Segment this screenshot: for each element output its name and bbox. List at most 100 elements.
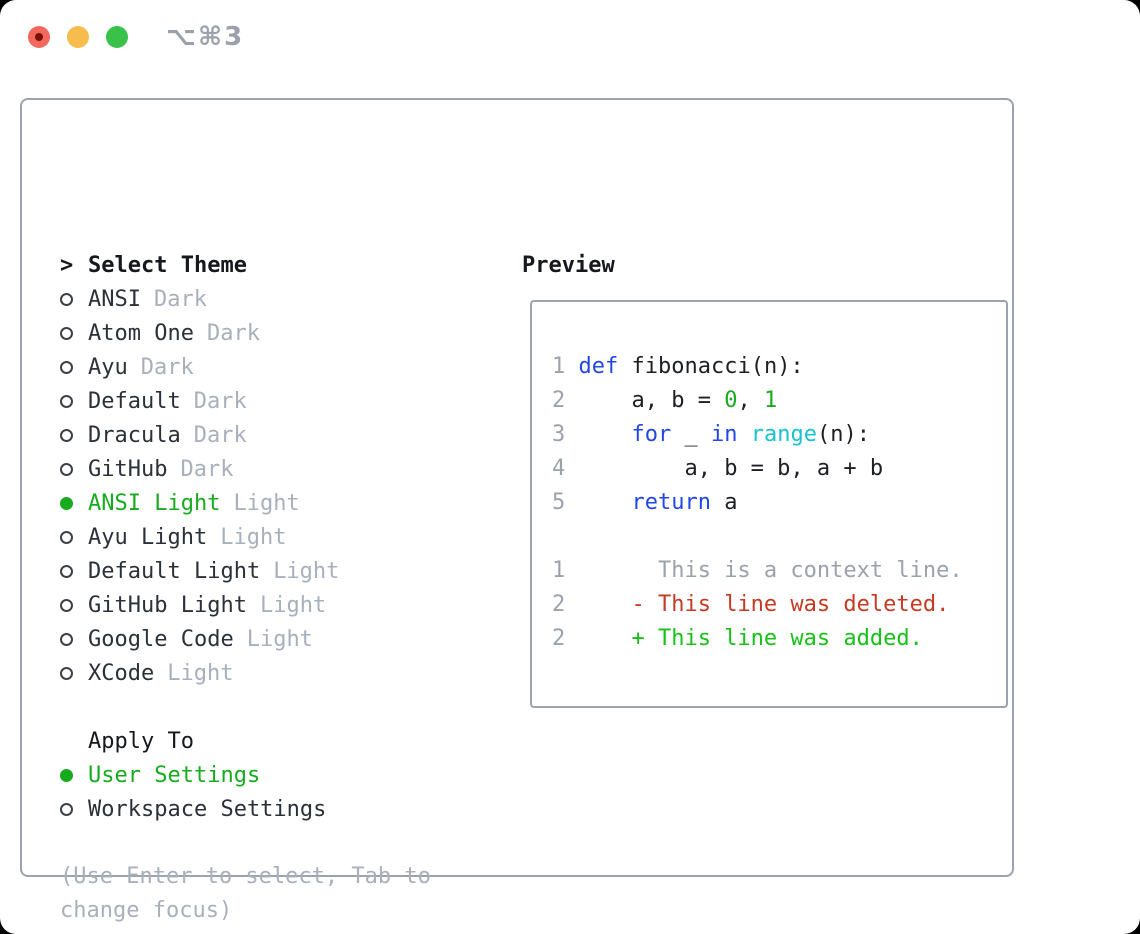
option-variant-label: Light <box>259 592 327 618</box>
zoom-button[interactable] <box>106 26 128 48</box>
line-number: 2 <box>552 388 566 413</box>
radio-selected-icon <box>60 496 73 510</box>
code-token: def <box>578 354 619 379</box>
radio-icon <box>60 564 73 578</box>
spacer <box>60 690 470 724</box>
radio-icon <box>60 632 73 646</box>
option-variant-label: Dark <box>206 320 260 346</box>
option-label: Workspace Settings <box>88 796 327 822</box>
apply-option[interactable]: Workspace Settings <box>60 792 470 826</box>
option-variant-label: Light <box>220 524 287 550</box>
theme-option[interactable]: XCode Light <box>60 656 470 690</box>
option-label: GitHub <box>88 456 168 482</box>
option-label: XCode <box>88 660 155 686</box>
theme-option[interactable]: Default Light Light <box>60 554 470 588</box>
code-token: range <box>750 422 817 447</box>
code-token: 0 <box>724 388 738 413</box>
option-label: GitHub Light <box>88 592 247 618</box>
radio-icon <box>60 802 73 816</box>
radio-icon <box>60 428 73 442</box>
option-variant-label: Dark <box>193 422 247 448</box>
radio-icon <box>60 326 73 340</box>
blank-line <box>552 520 1006 554</box>
window-shortcut-label: ⌥⌘3 <box>166 22 245 52</box>
close-button[interactable] <box>28 26 50 48</box>
diff-line-add: 2 + This line was added. <box>552 622 1006 656</box>
line-number: 2 <box>552 626 566 651</box>
code-token: fibonacci(n): <box>618 354 804 379</box>
code-token: , <box>737 388 764 413</box>
preview-header: Preview <box>522 252 615 278</box>
line-number: 2 <box>552 592 566 617</box>
theme-option[interactable]: GitHub Dark <box>60 452 470 486</box>
radio-icon <box>60 666 73 680</box>
option-variant-label: Dark <box>193 388 247 414</box>
radio-selected-icon <box>60 768 73 782</box>
focus-caret-icon: > <box>60 252 74 278</box>
option-label: Atom One <box>88 320 194 346</box>
radio-icon <box>60 530 73 544</box>
code-line: 5 return a <box>552 486 1006 520</box>
line-number: 5 <box>552 490 566 515</box>
theme-option[interactable]: Ayu Dark <box>60 350 470 384</box>
diff-text: This is a context line. <box>565 558 963 583</box>
option-variant-label: Light <box>246 626 313 652</box>
option-label: Default Light <box>88 558 261 584</box>
option-variant-label: Light <box>273 558 340 584</box>
line-number: 1 <box>552 558 566 583</box>
theme-option[interactable]: ANSI Dark <box>60 282 470 316</box>
diff-line-ctx: 1 This is a context line. <box>552 554 1006 588</box>
line-number: 1 <box>552 354 566 379</box>
apply-option[interactable]: User Settings <box>60 758 470 792</box>
theme-option[interactable]: Ayu Light Light <box>60 520 470 554</box>
code-line: 3 for _ in range(n): <box>552 418 1006 452</box>
diff-text: + This line was added. <box>565 626 923 651</box>
select-theme-header-row: > Select Theme <box>60 248 470 282</box>
option-variant-label: Light <box>167 660 234 686</box>
code-token: in <box>710 422 738 447</box>
option-variant-label: Dark <box>140 354 194 380</box>
option-variant-label: Light <box>233 490 300 516</box>
apply-to-header-row: Apply To <box>60 724 470 758</box>
diff-text: - This line was deleted. <box>565 592 950 617</box>
line-number: 4 <box>552 456 566 481</box>
option-label: Ayu <box>88 354 128 380</box>
code-token <box>565 354 578 379</box>
radio-icon <box>60 598 73 612</box>
code-token: a, b = <box>565 388 725 413</box>
code-token: _ <box>671 422 711 447</box>
option-label: Ayu Light <box>88 524 208 550</box>
theme-option[interactable]: GitHub Light Light <box>60 588 470 622</box>
radio-icon <box>60 292 73 306</box>
spacer <box>60 826 470 860</box>
modified-dot-icon <box>35 33 43 41</box>
code-line: 2 a, b = 0, 1 <box>552 384 1006 418</box>
select-theme-header: Select Theme <box>88 252 247 278</box>
minimize-button[interactable] <box>67 26 89 48</box>
line-number: 3 <box>552 422 566 447</box>
code-token: 1 <box>763 388 778 413</box>
code-token: for <box>631 422 672 447</box>
code-token <box>565 422 631 447</box>
option-variant-label: Dark <box>180 456 234 482</box>
option-label: ANSI <box>88 286 141 312</box>
radio-icon <box>60 394 73 408</box>
radio-icon <box>60 462 73 476</box>
hint-text: (Use Enter to select, Tab to change focu… <box>60 864 431 923</box>
theme-option[interactable]: Atom One Dark <box>60 316 470 350</box>
radio-icon <box>60 360 73 374</box>
code-token: a, b = b, a + b <box>565 456 884 481</box>
option-variant-label: Dark <box>153 286 207 312</box>
code-line: 1 def fibonacci(n): <box>552 350 1006 384</box>
apply-to-header: Apply To <box>88 728 194 754</box>
code-token: return <box>631 490 711 515</box>
